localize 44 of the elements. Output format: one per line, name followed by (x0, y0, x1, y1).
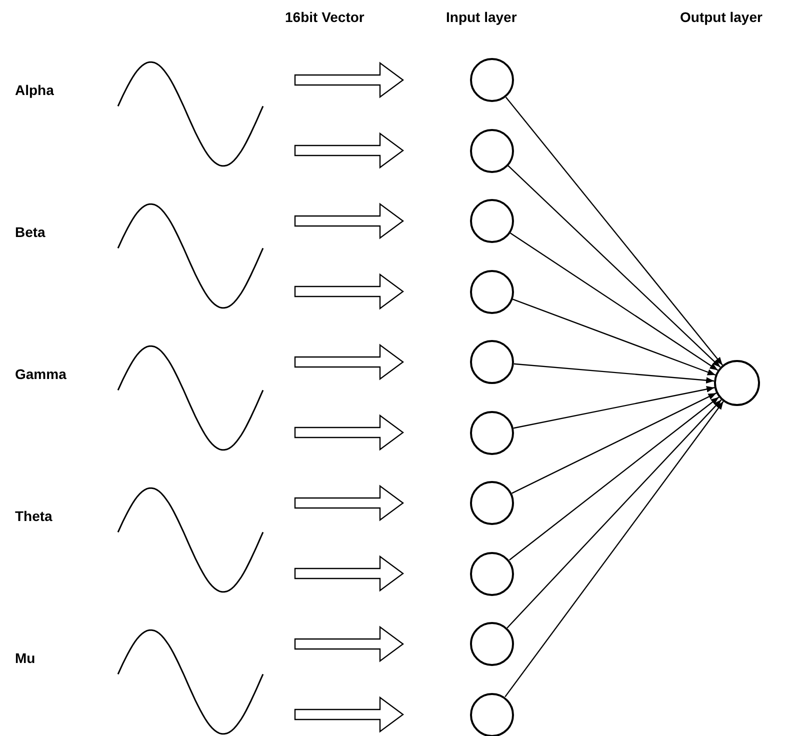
neuron-circle (714, 360, 760, 406)
block-arrow (294, 132, 404, 169)
sine-wave-icon (117, 344, 264, 452)
neuron-circle (470, 58, 514, 102)
neuron-circle (470, 410, 514, 454)
sine-wave-icon (117, 202, 264, 310)
neuron-circle (470, 481, 514, 525)
column-header: 16bit Vector (285, 9, 364, 25)
column-header: Output layer (680, 9, 762, 25)
neuron-circle (470, 692, 514, 736)
arrow (508, 165, 721, 368)
block-arrow (294, 414, 404, 451)
block-arrow (294, 273, 404, 310)
arrow (512, 392, 717, 494)
block-arrow (294, 696, 404, 733)
wave-label: Theta (15, 508, 52, 524)
neuron-circle (470, 128, 514, 172)
neuron-circle (470, 622, 514, 666)
column-header: Input layer (446, 9, 517, 25)
block-arrow (294, 555, 404, 592)
block-arrow (294, 484, 404, 522)
sine-wave-icon (117, 60, 264, 168)
wave-label: Beta (15, 224, 46, 240)
neuron-circle (470, 199, 514, 243)
arrow (504, 401, 724, 698)
arrow (505, 96, 723, 366)
arrow (510, 232, 718, 371)
block-arrow (294, 344, 404, 380)
wave-label: Mu (15, 650, 36, 666)
neuron-circle (470, 270, 514, 314)
sine-wave-icon (117, 486, 264, 594)
arrow (513, 386, 715, 429)
block-arrow (294, 626, 404, 662)
block-arrow (294, 62, 404, 98)
sine-wave-icon (117, 628, 264, 736)
wave-label: Alpha (15, 82, 54, 98)
arrow (512, 298, 716, 376)
arrow (506, 399, 722, 628)
neuron-circle (470, 340, 514, 384)
arrow (509, 396, 720, 560)
wave-label: Gamma (15, 366, 66, 382)
neuron-circle (470, 552, 514, 596)
arrow (514, 363, 714, 384)
block-arrow (294, 202, 404, 240)
